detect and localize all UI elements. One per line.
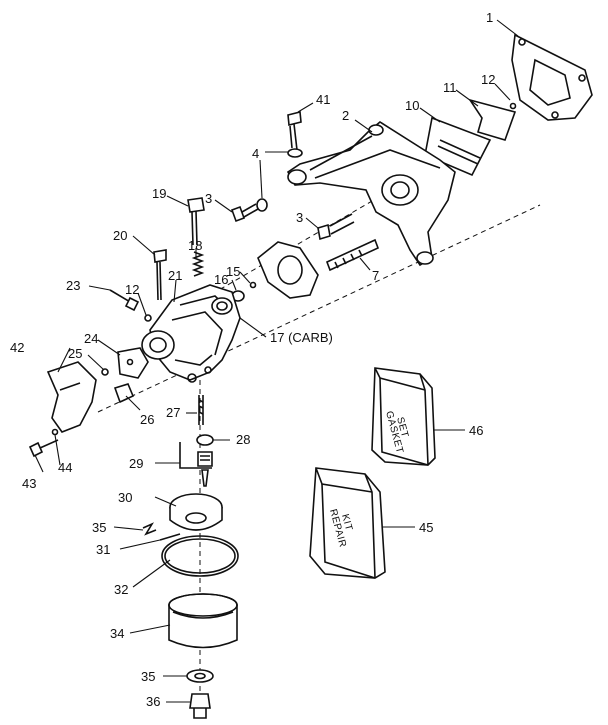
callout-2: 2 [342, 108, 349, 123]
callout-29: 29 [129, 456, 143, 471]
part-11-reed-stop [468, 98, 517, 141]
callout-26: 26 [140, 412, 154, 427]
callout-30: 30 [118, 490, 132, 505]
part-28-washer [196, 434, 214, 446]
callout-25: 25 [68, 346, 82, 361]
callout-44: 44 [58, 460, 72, 475]
callout-20: 20 [113, 228, 127, 243]
repair-kit-label-line2: KIT [339, 513, 354, 532]
part-12-washer [144, 314, 152, 322]
part-24-throttle-plate [117, 347, 149, 379]
part-43-screw [28, 439, 59, 458]
part-41-bolt [287, 110, 302, 151]
part-12-screw [509, 102, 517, 110]
part-26-fitting [113, 383, 135, 404]
part-30-float [169, 493, 223, 531]
callout-15: 15 [226, 264, 240, 279]
callout-32: 32 [114, 582, 128, 597]
callout-45: 45 [419, 520, 433, 535]
part-35-clip [142, 522, 157, 536]
callout-31: 31 [96, 542, 110, 557]
part-15-pin [249, 281, 257, 289]
callout-43: 43 [22, 476, 36, 491]
part-17-carburetor [141, 284, 241, 383]
part-18-spring [191, 251, 205, 277]
callout-23: 23 [66, 278, 80, 293]
part-35-washer [186, 669, 214, 683]
callout-17-carb: 17 (CARB) [270, 330, 333, 345]
callout-11: 11 [443, 80, 457, 95]
callout-35: 35 [141, 669, 155, 684]
callout-24: 24 [84, 331, 98, 346]
callout-41: 41 [316, 92, 330, 107]
part-45-repair-kit-box: REPAIR KIT [309, 467, 386, 579]
callout-4: 4 [252, 146, 259, 161]
part-29-needle-seat [179, 442, 213, 487]
callout-36: 36 [146, 694, 160, 709]
callout-12: 12 [125, 282, 139, 297]
part-27-needle [198, 395, 204, 425]
part-42-bracket [46, 361, 97, 433]
callout-7: 7 [372, 268, 379, 283]
part-3-screw [317, 213, 355, 241]
part-31-pin [159, 533, 181, 541]
callout-35: 35 [92, 520, 106, 535]
callout-3: 3 [296, 210, 303, 225]
callout-1: 1 [486, 10, 493, 25]
callout-19: 19 [152, 186, 166, 201]
callout-18: 18 [188, 238, 202, 253]
assembly-axis-line [97, 204, 541, 413]
part-1-intake-gasket [511, 33, 593, 121]
part-36-bowl-nut [189, 693, 211, 719]
callout-28: 28 [236, 432, 250, 447]
callout-3: 3 [205, 191, 212, 206]
callout-42: 42 [10, 340, 24, 355]
part-3-screw [230, 203, 259, 223]
callout-27: 27 [166, 405, 180, 420]
part-4-washer [287, 148, 303, 158]
gasket-set-label-line2: SET [394, 416, 410, 439]
part-4-washer [256, 198, 268, 212]
callout-34: 34 [110, 626, 124, 641]
part-32-o-ring [161, 535, 239, 577]
callout-12: 12 [481, 72, 495, 87]
callout-10: 10 [405, 98, 419, 113]
part-46-gasket-set-box: GASKET SET [371, 367, 436, 466]
part-2-intake-manifold [286, 121, 456, 267]
leader-lines [34, 19, 519, 703]
part-20-screw [153, 249, 167, 301]
callout-46: 46 [469, 423, 483, 438]
callout-16: 16 [214, 272, 228, 287]
part-44-washer [51, 428, 59, 436]
part-19-choke-rod [187, 197, 205, 246]
part-25-screw [101, 368, 109, 376]
callout-labels: 1 12 11 10 2 41 4 3 3 7 15 16 17 (CARB) … [10, 10, 495, 709]
part-7-stud [325, 238, 380, 272]
part-34-float-bowl [168, 593, 238, 649]
part-23-screw [109, 289, 140, 312]
callout-21: 21 [168, 268, 182, 283]
carb-flange-gasket [257, 241, 319, 299]
